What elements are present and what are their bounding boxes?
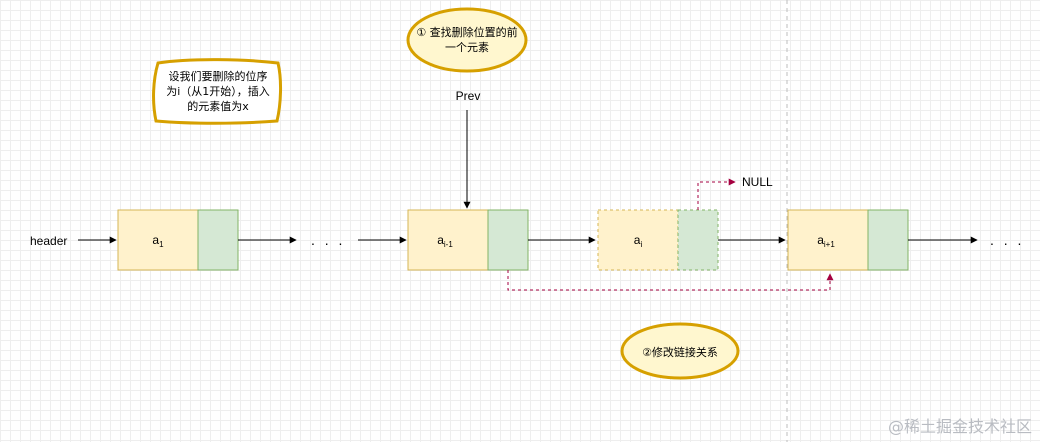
node-a-i-plus-1-pointer — [867, 209, 909, 271]
node-a1-base: a — [152, 233, 159, 247]
node-a-i-minus-1: ai-1 — [407, 209, 529, 271]
svg-text:ai+1: ai+1 — [817, 233, 835, 249]
step2-note: ②修改链接关系 — [620, 322, 740, 380]
null-label: NULL — [742, 175, 773, 189]
assumption-line-3: 的元素值为x — [187, 99, 249, 113]
node-a-i-minus-1-sub: i-1 — [444, 240, 453, 249]
node-a-i-sub: i — [640, 240, 642, 249]
redirect-link — [507, 270, 834, 291]
node-a-i: ai — [597, 209, 719, 271]
svg-text:a1: a1 — [152, 233, 164, 249]
assumption-line-2: 为i（从1开始），插入 — [166, 84, 270, 98]
assumption-note: 设我们要删除的位序 为i（从1开始），插入 的元素值为x — [152, 58, 282, 125]
step1-line-1: ① 查找删除位置的前 — [416, 25, 517, 39]
node-a-i-base: a — [634, 233, 641, 247]
assumption-line-1: 设我们要删除的位序 — [169, 69, 268, 83]
step2-text: ②修改链接关系 — [642, 345, 718, 359]
step1-note: ① 查找删除位置的前 一个元素 — [406, 7, 528, 73]
step1-line-2: 一个元素 — [445, 41, 489, 54]
node-a-i-plus-1-sub: i+1 — [824, 240, 835, 249]
watermark: @稀土掘金技术社区 — [888, 417, 1032, 436]
node-a-i-plus-1-base: a — [817, 233, 824, 247]
node-a-i-plus-1: ai+1 — [787, 209, 909, 271]
node-a-i-data — [597, 209, 679, 271]
node-a-i-minus-1-data — [407, 209, 489, 271]
node-a1-sub: 1 — [159, 240, 164, 249]
svg-text:ai-1: ai-1 — [437, 233, 453, 249]
node-a1-data — [117, 209, 199, 271]
prev-label: Prev — [456, 89, 481, 103]
link-ai-null — [697, 178, 736, 210]
node-a-i-minus-1-base: a — [437, 233, 444, 247]
node-a-i-minus-1-pointer — [487, 209, 529, 271]
header-label: header — [30, 234, 67, 248]
node-a-i-pointer — [677, 209, 719, 271]
ellipsis-1: . . . — [311, 232, 345, 248]
node-a1: a1 — [117, 209, 239, 271]
ellipsis-2: . . . — [990, 232, 1024, 248]
svg-text:ai: ai — [634, 233, 643, 249]
node-a1-pointer — [197, 209, 239, 271]
